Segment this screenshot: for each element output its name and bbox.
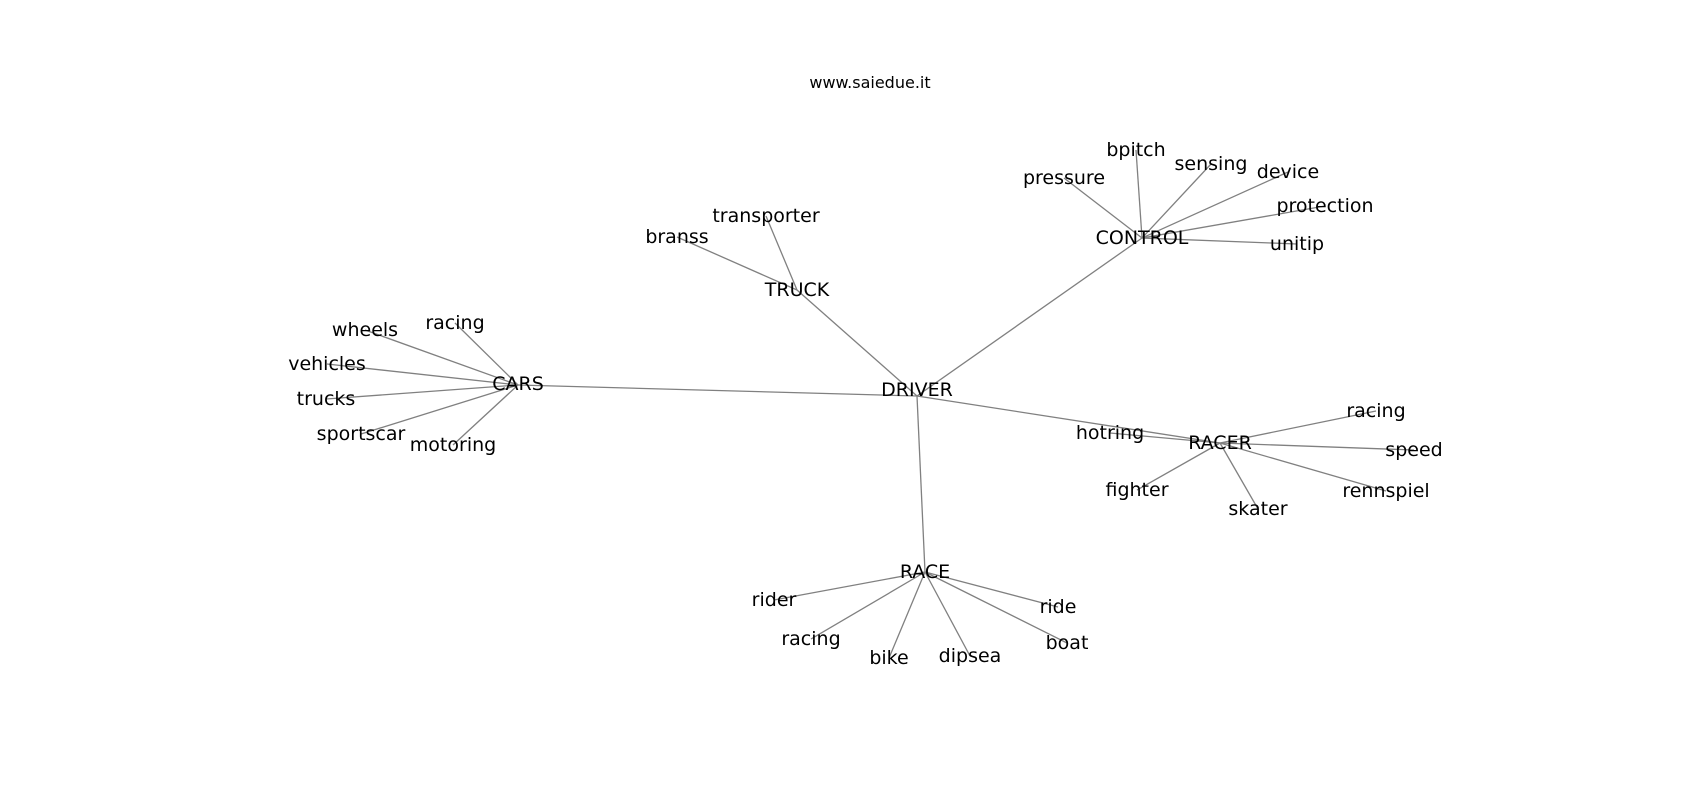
edge-line — [765, 215, 798, 291]
edge-line — [676, 236, 798, 291]
leaf-node: device — [1257, 161, 1319, 183]
leaf-node: transporter — [712, 205, 819, 227]
edge-line — [1136, 442, 1221, 491]
edge-line — [888, 571, 926, 659]
edge-line — [1141, 205, 1326, 239]
leaf-node: skater — [1228, 498, 1287, 520]
leaf-node: hotring — [1076, 422, 1144, 444]
watermark: www.saiedue.it — [809, 73, 930, 92]
leaf-node: boat — [1046, 632, 1089, 654]
branch-node-cars: CARS — [492, 373, 544, 395]
branch-node-racer: RACER — [1188, 432, 1252, 454]
edge-line — [1219, 442, 1387, 492]
leaf-node: pressure — [1023, 167, 1105, 189]
leaf-node: racing — [425, 312, 484, 334]
edge-line — [1141, 237, 1298, 245]
edge-line — [325, 384, 519, 400]
branch-node-control: CONTROL — [1096, 227, 1189, 249]
edge-line — [796, 289, 918, 397]
leaf-node: ride — [1040, 596, 1077, 618]
leaf-node: vehicles — [288, 353, 366, 375]
leaf-node: branss — [645, 226, 708, 248]
leaf-node: racing — [1346, 400, 1405, 422]
leaf-node: unitip — [1270, 233, 1324, 255]
edges — [325, 149, 1415, 659]
leaf-node: fighter — [1105, 479, 1168, 501]
leaf-node: rennspiel — [1342, 480, 1429, 502]
edge-line — [517, 384, 918, 397]
edge-line — [360, 384, 519, 435]
edge-line — [1141, 163, 1212, 239]
leaf-node: protection — [1276, 195, 1373, 217]
edge-line — [916, 237, 1143, 397]
edge-line — [454, 322, 519, 386]
edge-line — [364, 329, 519, 386]
edge-line — [1135, 149, 1143, 239]
edge-line — [1219, 442, 1259, 510]
leaf-node: dipsea — [939, 645, 1002, 667]
leaf-node: bike — [869, 647, 908, 669]
leaf-node: sensing — [1175, 153, 1248, 175]
branch-node-race: RACE — [900, 561, 950, 583]
edge-line — [1219, 410, 1377, 444]
leaf-node: speed — [1385, 439, 1442, 461]
edge-line — [1109, 432, 1221, 444]
edge-line — [326, 363, 519, 386]
edge-line — [924, 571, 1059, 608]
leaf-node: bpitch — [1106, 139, 1165, 161]
center-node: DRIVER — [881, 379, 953, 401]
edge-line — [916, 395, 926, 573]
leaf-node: sportscar — [317, 423, 406, 445]
leaf-node: motoring — [410, 434, 496, 456]
edge-line — [1141, 171, 1289, 239]
leaf-node: racing — [781, 628, 840, 650]
leaf-node: trucks — [297, 388, 356, 410]
branch-node-truck: TRUCK — [764, 279, 830, 301]
edge-line — [810, 571, 926, 640]
edge-line — [773, 571, 926, 601]
edge-line — [916, 395, 1221, 444]
edge-line — [452, 384, 519, 446]
leaf-node: rider — [752, 589, 797, 611]
edge-line — [1063, 177, 1143, 239]
edge-line — [1219, 442, 1415, 451]
leaf-node: wheels — [332, 319, 398, 341]
edge-line — [924, 571, 1068, 644]
edge-line — [924, 571, 971, 657]
